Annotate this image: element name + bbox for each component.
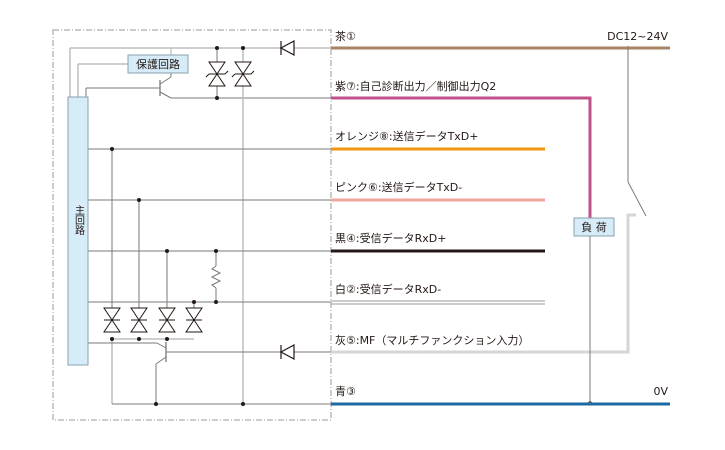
label-orange: オレンジ⑧:送信データTxD+: [335, 129, 478, 143]
label-gray: 灰⑤:MF（マルチファンクション入力）: [335, 333, 529, 347]
protection-circuit-label: 保護回路: [136, 57, 180, 71]
zener-diode-icon: [205, 61, 255, 87]
zener-bank-icon: [103, 307, 203, 333]
load-label: 負 荷: [581, 221, 607, 234]
sensor-boundary: [52, 29, 332, 421]
wire-purple: [331, 96, 592, 218]
main-circuit-label: 主回路: [73, 205, 85, 236]
label-brown: 茶①: [335, 30, 356, 43]
label-purple: 紫⑦:自己診断出力／制御出力Q2: [335, 79, 496, 93]
wire-gray: [331, 213, 636, 354]
supply-voltage-label: DC12~24V: [607, 30, 668, 43]
label-blue: 青③: [335, 385, 356, 398]
label-pink: ピンク⑥:送信データTxD-: [335, 180, 462, 194]
protection-circuit-block: [127, 54, 189, 74]
label-black: 黒④:受信データRxD+: [335, 231, 446, 245]
load-block: [573, 217, 615, 237]
label-white: 白②:受信データRxD-: [335, 282, 441, 296]
external-wires: [331, 46, 670, 406]
main-circuit-block: [67, 96, 89, 366]
ground-label: 0V: [653, 385, 668, 398]
diode-icon: [279, 39, 295, 361]
